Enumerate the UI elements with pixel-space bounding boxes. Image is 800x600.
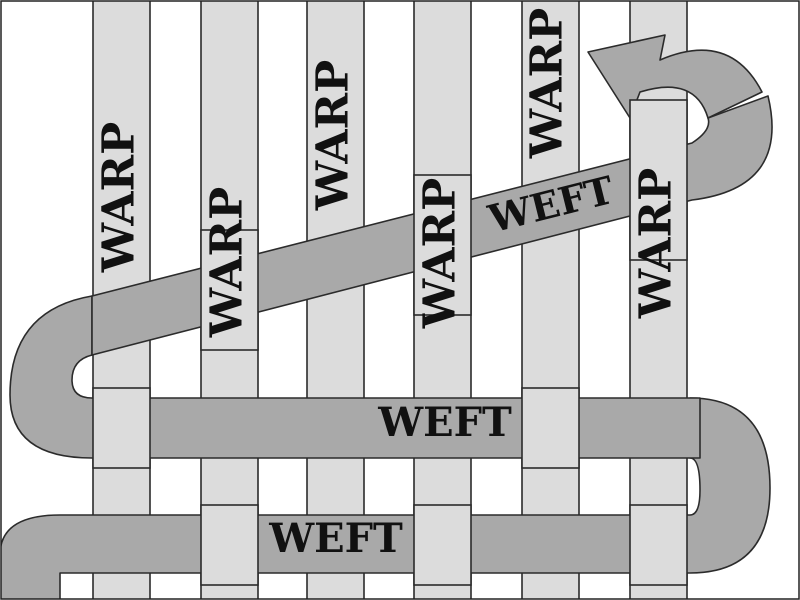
- warp-strip-2-over-top: [200, 229, 259, 351]
- warp-strip-5-over-middle: [521, 387, 580, 469]
- warp-strip-3: [306, 1, 365, 599]
- warp-strip-4-over-bottom: [413, 504, 472, 586]
- weft-bottom-section: [1, 397, 771, 599]
- weft-label-bottom: WEFT: [268, 515, 403, 562]
- warp-label-2: WARP: [202, 187, 253, 338]
- warp-labels: WARP WARP WARP WARP WARP WARP: [94, 8, 682, 338]
- warp-strip-2-over-bottom: [200, 504, 259, 586]
- weft-label-middle: WEFT: [377, 399, 512, 446]
- warp-strip-6-over-bottom: [629, 504, 688, 586]
- warp-label-3: WARP: [308, 60, 359, 211]
- warp-strip-5: [521, 1, 580, 599]
- warp-label-4: WARP: [415, 178, 466, 329]
- warp-strip-4-over-top: [413, 174, 472, 316]
- warp-label-5: WARP: [522, 8, 573, 159]
- warp-label-6: WARP: [631, 168, 682, 319]
- warp-label-1: WARP: [94, 122, 145, 273]
- warp-overpasses: [92, 99, 688, 586]
- warp-strip-6-over-top: [629, 99, 688, 261]
- arrow-head: [587, 34, 763, 119]
- warp-strip-1-over-middle: [92, 387, 151, 469]
